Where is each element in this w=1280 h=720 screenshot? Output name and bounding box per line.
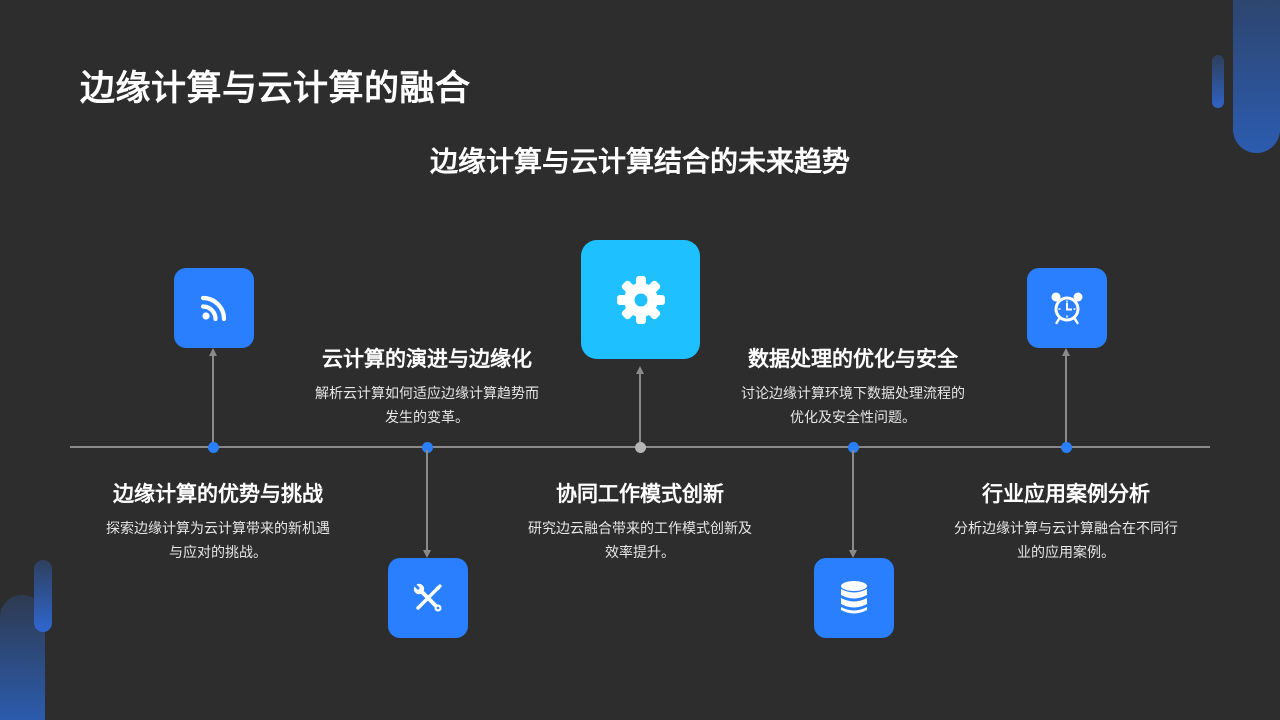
tools-icon — [411, 581, 445, 615]
connector-line — [852, 450, 854, 550]
decorative-pill-bottom-left-small — [34, 560, 52, 632]
node-5-icon-box — [1027, 268, 1107, 348]
arrow-up-icon — [209, 348, 217, 356]
timeline-dot — [634, 442, 646, 453]
timeline-card-4: 数据处理的优化与安全 讨论边缘计算环境下数据处理流程的 优化及安全性问题。 — [708, 343, 998, 430]
card-description-line: 解析云计算如何适应边缘计算趋势而 — [315, 386, 539, 402]
node-3-icon-box — [581, 240, 700, 359]
timeline-dot — [1060, 442, 1072, 453]
card-description-line: 发生的变革。 — [385, 410, 469, 426]
card-title: 行业应用案例分析 — [982, 482, 1150, 506]
alarm-clock-icon — [1050, 291, 1084, 325]
timeline-dot — [847, 442, 859, 453]
arrow-up-icon — [1062, 348, 1070, 356]
card-description-line: 业的应用案例。 — [1017, 545, 1115, 561]
card-description: 讨论边缘计算环境下数据处理流程的 优化及安全性问题。 — [708, 382, 998, 430]
timeline-card-2: 云计算的演进与边缘化 解析云计算如何适应边缘计算趋势而 发生的变革。 — [282, 343, 572, 430]
slide-subtitle: 边缘计算与云计算结合的未来趋势 — [429, 145, 850, 178]
arrow-up-icon — [636, 366, 644, 374]
card-description-line: 探索边缘计算为云计算带来的新机遇 — [106, 521, 330, 537]
arrow-down-icon — [849, 550, 857, 558]
rss-icon — [199, 293, 229, 323]
decorative-pill-top-right-large — [1233, 0, 1280, 153]
timeline-card-3: 协同工作模式创新 研究边云融合带来的工作模式创新及 效率提升。 — [495, 478, 785, 565]
card-description-line: 分析边缘计算与云计算融合在不同行 — [954, 521, 1178, 537]
connector-line — [1065, 356, 1067, 444]
node-1-icon-box — [174, 268, 254, 348]
card-title: 协同工作模式创新 — [556, 482, 724, 506]
card-description: 分析边缘计算与云计算融合在不同行 业的应用案例。 — [921, 517, 1211, 565]
database-icon — [839, 580, 869, 616]
timeline-card-5: 行业应用案例分析 分析边缘计算与云计算融合在不同行 业的应用案例。 — [921, 478, 1211, 565]
connector-line — [212, 356, 214, 444]
timeline-dot — [421, 442, 433, 453]
card-description: 解析云计算如何适应边缘计算趋势而 发生的变革。 — [282, 382, 572, 430]
card-title: 云计算的演进与边缘化 — [322, 347, 532, 371]
card-description-line: 与应对的挑战。 — [169, 545, 267, 561]
gear-icon — [615, 274, 667, 326]
card-title: 边缘计算的优势与挑战 — [113, 482, 323, 506]
card-description-line: 研究边云融合带来的工作模式创新及 — [528, 521, 752, 537]
connector-line — [639, 374, 641, 444]
arrow-down-icon — [423, 550, 431, 558]
page-title: 边缘计算与云计算的融合 — [80, 69, 471, 109]
connector-line — [426, 450, 428, 550]
node-2-icon-box — [388, 558, 468, 638]
decorative-pill-top-right-small — [1212, 55, 1224, 108]
node-4-icon-box — [814, 558, 894, 638]
card-description-line: 讨论边缘计算环境下数据处理流程的 — [741, 386, 965, 402]
card-description: 探索边缘计算为云计算带来的新机遇 与应对的挑战。 — [73, 517, 363, 565]
card-description-line: 效率提升。 — [605, 545, 675, 561]
timeline-card-1: 边缘计算的优势与挑战 探索边缘计算为云计算带来的新机遇 与应对的挑战。 — [73, 478, 363, 565]
card-description-line: 优化及安全性问题。 — [790, 410, 916, 426]
timeline-dot — [207, 442, 219, 453]
card-description: 研究边云融合带来的工作模式创新及 效率提升。 — [495, 517, 785, 565]
card-title: 数据处理的优化与安全 — [748, 347, 958, 371]
